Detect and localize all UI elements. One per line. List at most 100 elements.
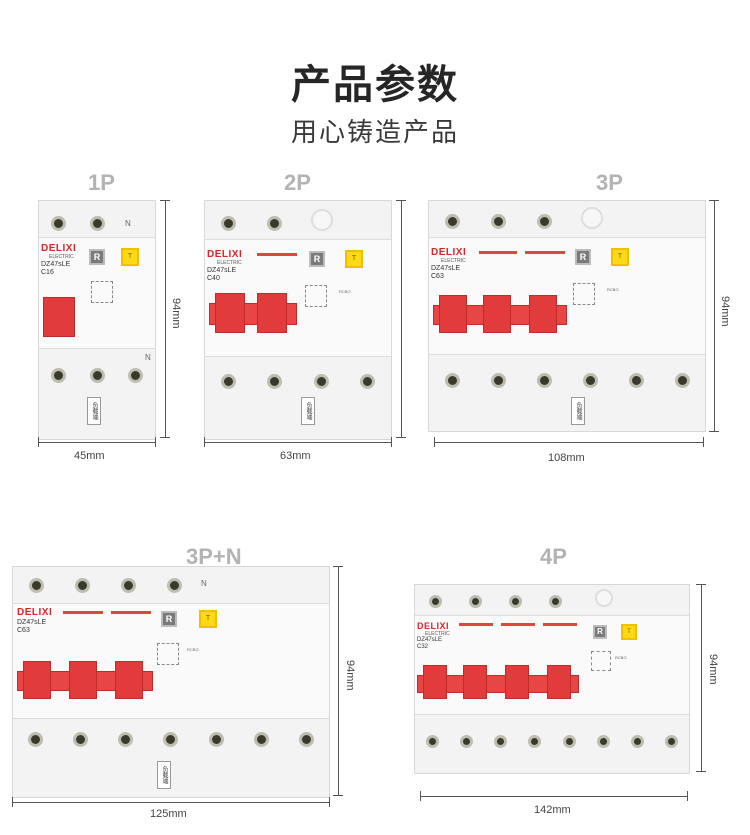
circuit-diagram-icon — [305, 285, 327, 307]
rcbo-text: RCBO — [339, 289, 351, 294]
rcbo-text: RCBO — [187, 647, 199, 652]
terminal-icon — [428, 594, 442, 608]
terminal-icon — [28, 731, 44, 747]
width-label: 63mm — [280, 450, 311, 462]
rcbo-text: RCBO — [607, 287, 619, 292]
test-button[interactable]: T — [121, 248, 139, 266]
height-dimension — [338, 566, 339, 796]
load-side-label: 负载端 — [87, 397, 101, 425]
terminal-icon — [536, 213, 552, 229]
reset-button[interactable]: R — [575, 249, 591, 265]
pole-label-3pn: 3P+N — [186, 544, 242, 569]
terminal-icon — [220, 373, 236, 389]
test-button[interactable]: T — [611, 248, 629, 266]
terminal-icon — [50, 367, 66, 383]
terminal-icon — [266, 215, 282, 231]
load-side-label: 负载端 — [157, 761, 171, 789]
terminal-icon — [120, 577, 136, 593]
load-side-label: 负载端 — [301, 397, 315, 425]
terminal-icon — [425, 734, 439, 748]
width-label: 108mm — [548, 452, 585, 464]
screw-cover-icon — [581, 207, 603, 229]
terminal-icon — [444, 372, 460, 388]
terminal-icon — [128, 367, 144, 383]
reset-button[interactable]: R — [89, 249, 105, 265]
height-dimension — [714, 200, 715, 432]
terminal-icon — [163, 731, 179, 747]
terminal-icon — [89, 215, 105, 231]
height-label: 94mm — [719, 296, 731, 327]
brand-sub: ELECTRIC — [425, 631, 450, 637]
test-button[interactable]: T — [621, 624, 637, 640]
terminal-icon — [490, 213, 506, 229]
terminal-icon — [208, 731, 224, 747]
pole-label-1p: 1P — [88, 170, 115, 195]
test-button[interactable]: T — [199, 610, 217, 628]
height-label: 94mm — [170, 298, 182, 329]
terminal-icon — [298, 731, 314, 747]
terminal-icon — [494, 734, 508, 748]
terminal-icon — [166, 577, 182, 593]
brand-logo: DELIXI — [431, 247, 467, 258]
neutral-mark: N — [145, 353, 151, 362]
terminal-icon — [508, 594, 522, 608]
height-dimension — [165, 200, 166, 438]
terminal-icon — [562, 734, 576, 748]
toggle-handle[interactable] — [417, 675, 579, 693]
width-dimension — [420, 796, 688, 797]
reset-button[interactable]: R — [593, 625, 607, 639]
terminal-icon — [459, 734, 473, 748]
brand-logo: DELIXI — [41, 243, 77, 254]
terminal-icon — [50, 215, 66, 231]
width-dimension — [12, 802, 330, 803]
width-label: 45mm — [74, 450, 105, 462]
circuit-diagram-icon — [573, 283, 595, 305]
terminal-icon — [73, 731, 89, 747]
terminal-icon — [468, 594, 482, 608]
pole-label-3p: 3P — [596, 170, 623, 195]
terminal-icon — [267, 373, 283, 389]
terminal-icon — [665, 734, 679, 748]
test-button[interactable]: T — [345, 250, 363, 268]
neutral-mark: N — [125, 219, 131, 228]
terminal-icon — [444, 213, 460, 229]
width-dimension — [204, 442, 392, 443]
circuit-diagram-icon — [157, 643, 179, 665]
terminal-icon — [674, 372, 690, 388]
load-side-label: 负载端 — [571, 397, 585, 425]
height-dimension — [701, 584, 702, 772]
terminal-icon — [74, 577, 90, 593]
circuit-diagram-icon — [591, 651, 611, 671]
terminal-icon — [89, 367, 105, 383]
reset-button[interactable]: R — [161, 611, 177, 627]
brand-sub: ELECTRIC — [49, 254, 74, 260]
terminal-icon — [596, 734, 610, 748]
pole-label-4p: 4P — [540, 544, 567, 569]
terminal-icon — [360, 373, 376, 389]
terminal-icon — [28, 577, 44, 593]
width-label: 125mm — [150, 808, 187, 820]
width-label: 142mm — [534, 804, 571, 816]
brand-sub: ELECTRIC — [441, 258, 466, 264]
terminal-icon — [253, 731, 269, 747]
page-title: 产品参数 — [291, 62, 459, 108]
terminal-icon — [528, 734, 542, 748]
screw-cover-icon — [595, 589, 613, 607]
reset-button[interactable]: R — [309, 251, 325, 267]
toggle-handle[interactable] — [43, 297, 75, 337]
height-label: 94mm — [707, 654, 719, 685]
terminal-icon — [313, 373, 329, 389]
brand-logo: DELIXI — [417, 621, 450, 631]
circuit-diagram-icon — [91, 281, 113, 303]
terminal-icon — [220, 215, 236, 231]
brand-logo: DELIXI — [17, 607, 53, 618]
